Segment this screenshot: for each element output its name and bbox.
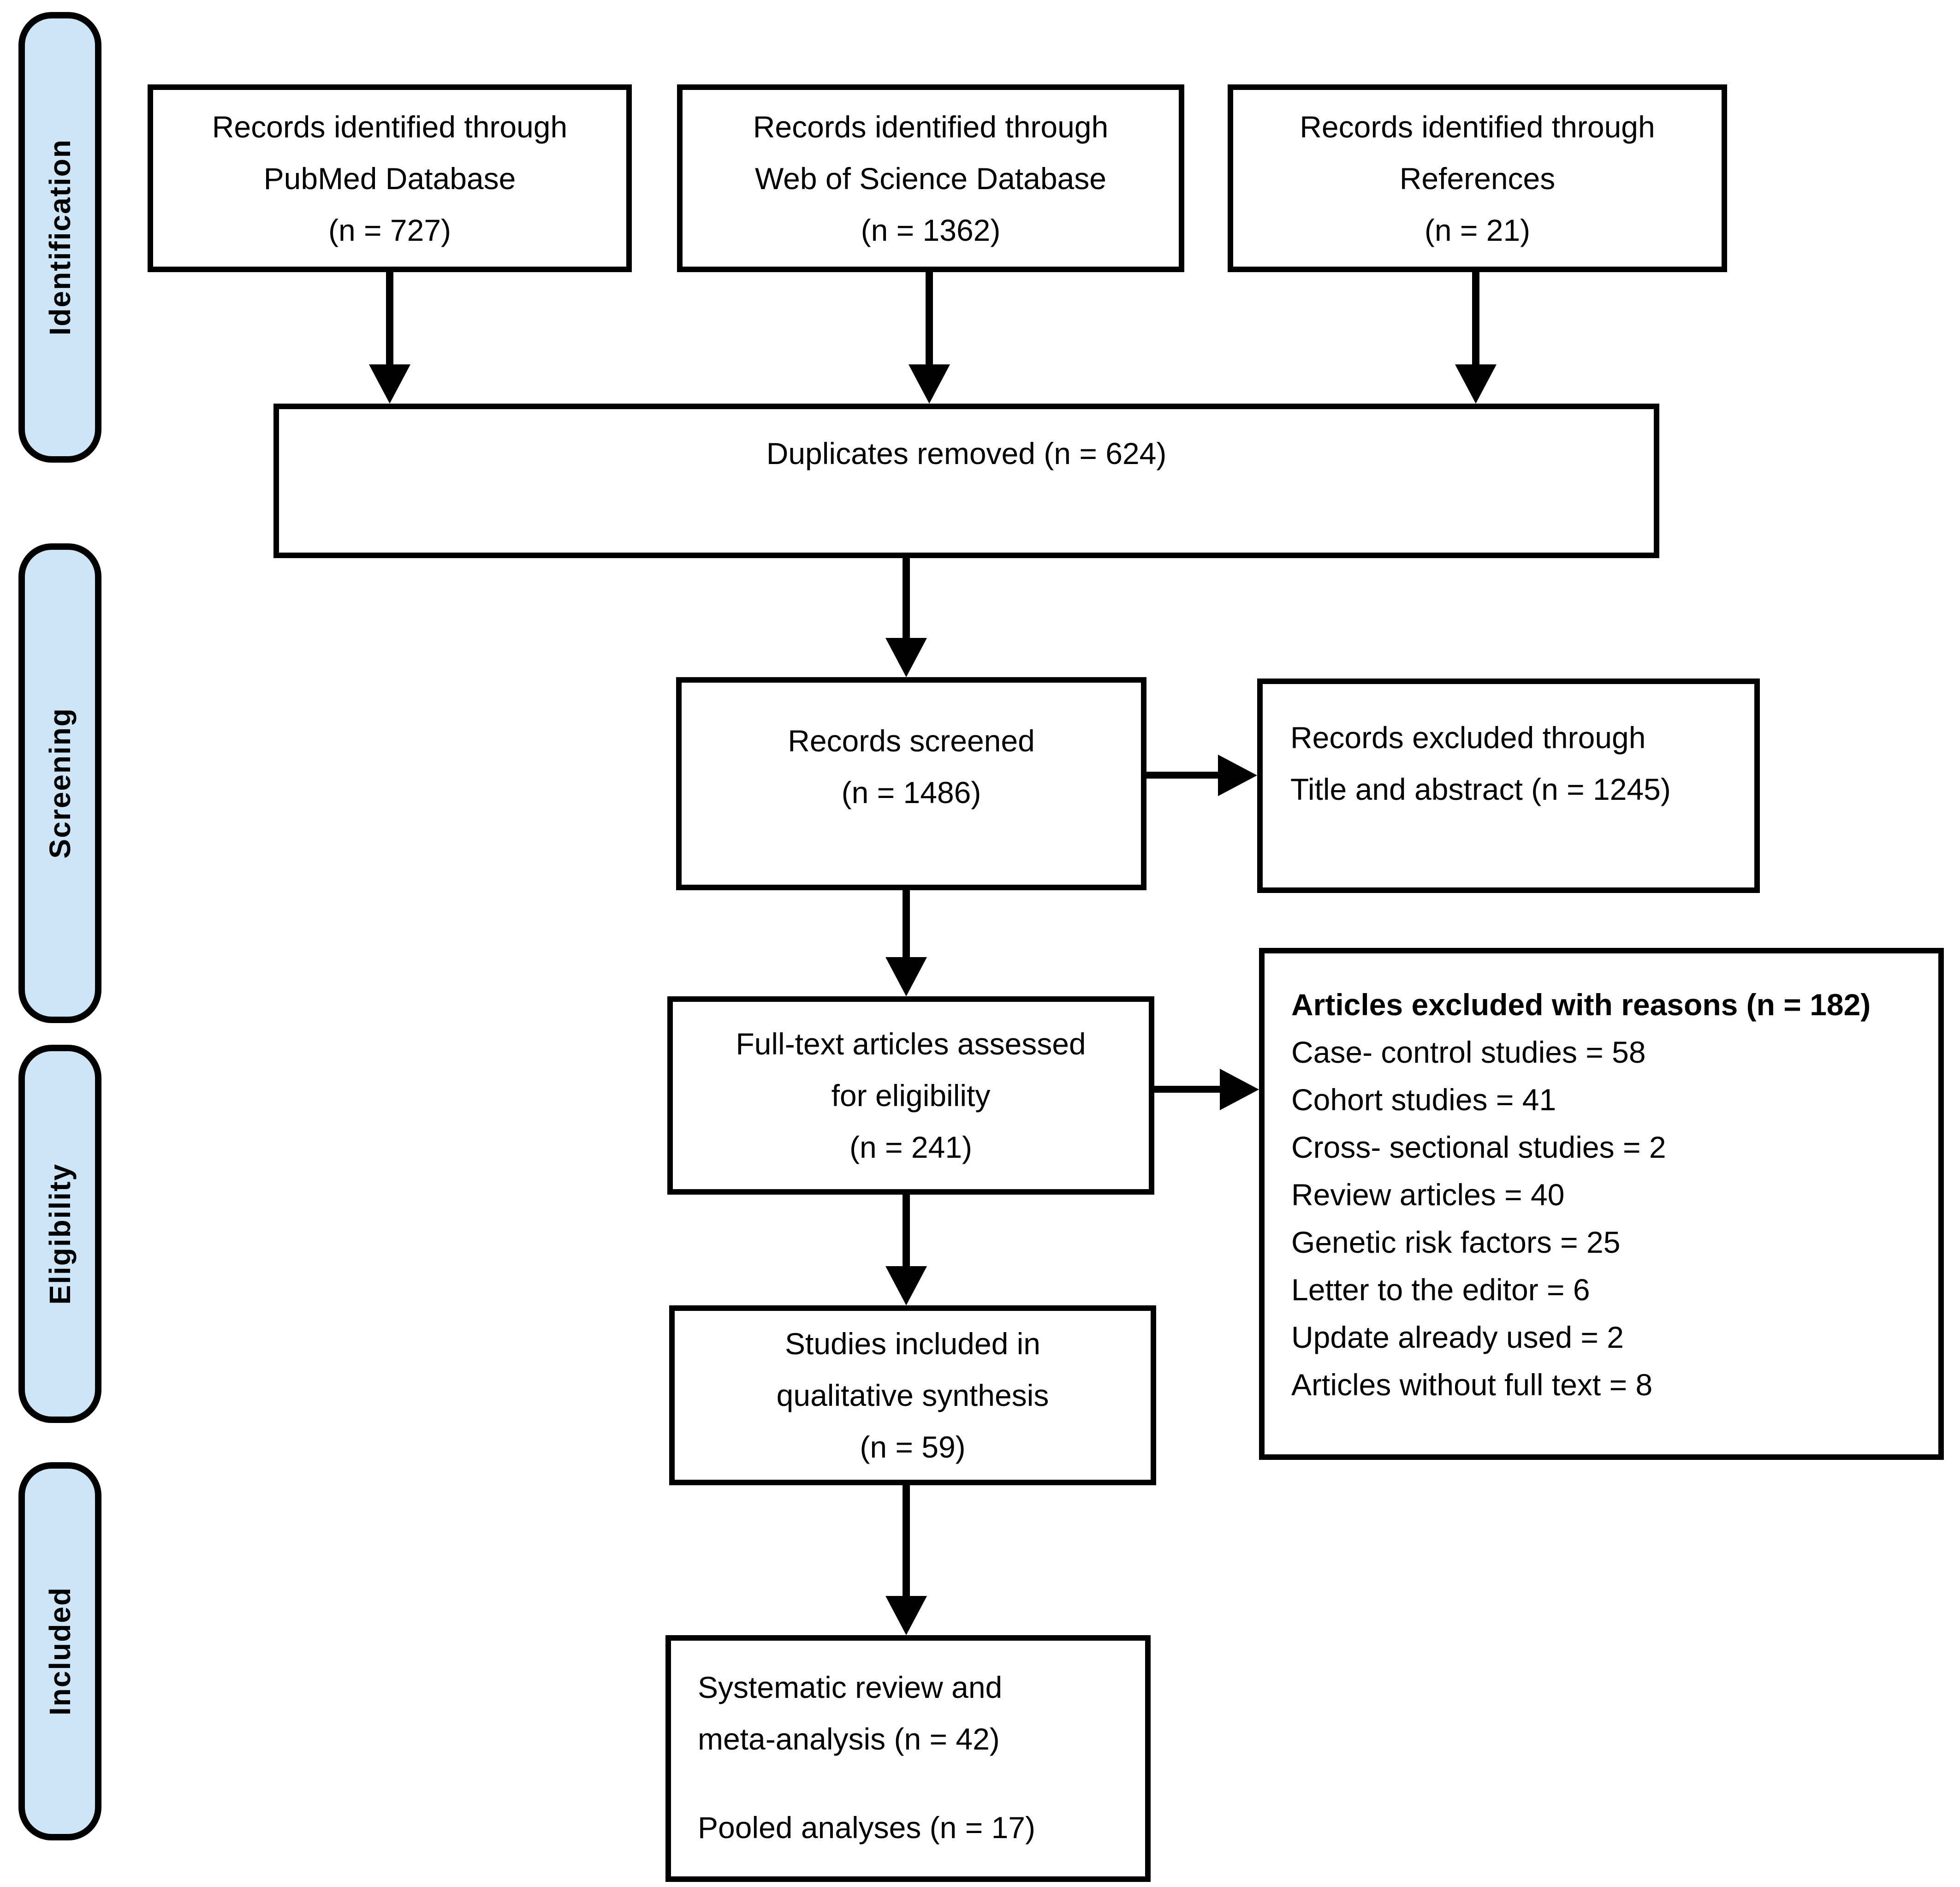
box-records-pubmed: Records identified through PubMed Databa… — [148, 84, 632, 272]
box-line: Studies included in — [784, 1327, 1041, 1361]
arrow-shaft — [1153, 1086, 1221, 1093]
arrowhead-right-icon — [1220, 1069, 1259, 1110]
arrowhead-down-icon — [369, 364, 410, 404]
box-line: References — [1399, 161, 1556, 196]
arrowhead-down-icon — [885, 957, 927, 996]
stage-included: Included — [18, 1462, 101, 1840]
box-line: (n = 241) — [849, 1130, 972, 1164]
box-excluded-title-abstract: Records excluded through Title and abstr… — [1257, 679, 1760, 893]
arrowhead-down-icon — [885, 638, 927, 677]
box-line: Records excluded through — [1290, 720, 1646, 755]
arrowhead-down-icon — [1455, 364, 1497, 404]
box-line: meta-analysis (n = 42) — [698, 1722, 1000, 1756]
box-line: qualitative synthesis — [776, 1378, 1049, 1412]
box-line: Title and abstract (n = 1245) — [1290, 772, 1671, 806]
arrow-shaft — [1144, 772, 1219, 779]
stage-screening: Screening — [18, 543, 101, 1023]
box-duplicates-removed: Duplicates removed (n = 624) — [273, 404, 1659, 558]
arrowhead-down-icon — [885, 1596, 927, 1635]
stage-identification-label: Identification — [43, 139, 77, 336]
box-line: Web of Science Database — [755, 161, 1106, 196]
excluded-reason-item: Letter to the editor = 6 — [1291, 1273, 1590, 1307]
box-line: Duplicates removed (n = 624) — [766, 436, 1167, 470]
arrow-shaft — [903, 557, 910, 639]
box-line: (n = 1362) — [861, 213, 1001, 247]
arrowhead-down-icon — [885, 1266, 927, 1305]
excluded-reasons-title: Articles excluded with reasons (n = 182) — [1291, 988, 1871, 1022]
arrowhead-right-icon — [1218, 755, 1257, 796]
arrow-shaft — [386, 271, 393, 364]
arrow-shaft — [903, 1484, 910, 1597]
box-line: Records screened — [788, 724, 1035, 758]
excluded-reason-item: Cohort studies = 41 — [1291, 1083, 1556, 1117]
box-final-included: Systematic review and meta-analysis (n =… — [665, 1635, 1151, 1882]
excluded-reason-item: Articles without full text = 8 — [1291, 1368, 1653, 1402]
excluded-reason-item: Update already used = 2 — [1291, 1320, 1624, 1354]
excluded-reason-item: Case- control studies = 58 — [1291, 1035, 1646, 1069]
box-line: Systematic review and — [698, 1670, 1003, 1704]
stage-included-label: Included — [43, 1587, 77, 1716]
box-line: (n = 1486) — [841, 775, 981, 810]
box-excluded-reasons: Articles excluded with reasons (n = 182)… — [1259, 948, 1944, 1460]
stage-screening-label: Screening — [43, 708, 77, 859]
box-line: Records identified through — [753, 109, 1109, 144]
box-line: (n = 727) — [328, 213, 451, 247]
box-line: Records identified through — [1300, 109, 1655, 144]
stage-eligibility-label: Eligibility — [43, 1163, 77, 1305]
box-qualitative-synthesis: Studies included in qualitative synthesi… — [669, 1305, 1156, 1485]
box-records-screened: Records screened (n = 1486) — [676, 677, 1146, 890]
arrow-shaft — [926, 271, 933, 364]
arrow-shaft — [1472, 271, 1479, 364]
box-line: Pooled analyses (n = 17) — [698, 1810, 1035, 1845]
arrow-shaft — [903, 889, 910, 958]
excluded-reason-item: Genetic risk factors = 25 — [1291, 1225, 1621, 1259]
excluded-reason-item: Review articles = 40 — [1291, 1178, 1565, 1212]
box-line: Records identified through — [212, 109, 568, 144]
arrow-shaft — [903, 1194, 910, 1267]
box-records-references: Records identified through References (n… — [1228, 84, 1727, 272]
box-fulltext-assessed: Full-text articles assessed for eligibil… — [667, 996, 1154, 1195]
stage-identification: Identification — [18, 12, 101, 463]
box-line: for eligibility — [831, 1078, 991, 1113]
box-records-web-of-science: Records identified through Web of Scienc… — [677, 84, 1184, 272]
box-line: (n = 21) — [1424, 213, 1531, 247]
arrowhead-down-icon — [909, 364, 950, 404]
box-line: Full-text articles assessed — [736, 1027, 1086, 1061]
excluded-reason-item: Cross- sectional studies = 2 — [1291, 1130, 1666, 1164]
stage-eligibility: Eligibility — [18, 1045, 101, 1423]
box-line: PubMed Database — [263, 161, 516, 196]
box-line: (n = 59) — [860, 1430, 966, 1464]
